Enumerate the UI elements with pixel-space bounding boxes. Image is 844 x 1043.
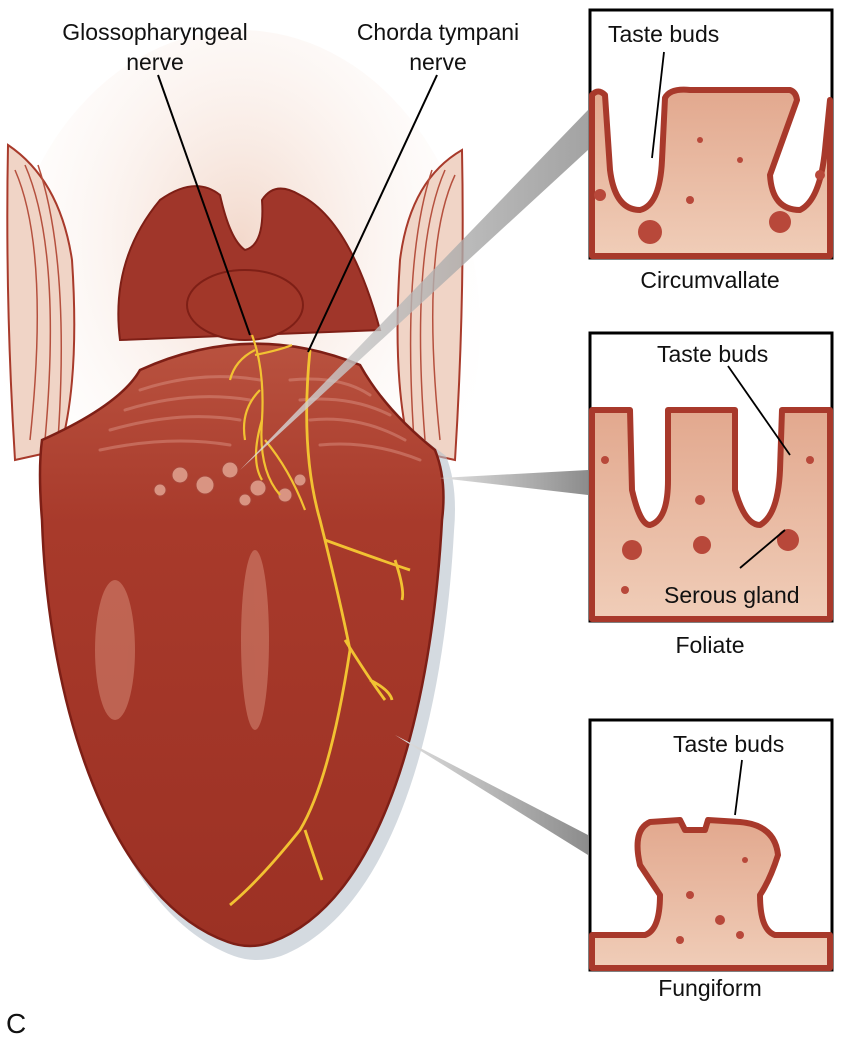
left-palatine-arch	[6, 143, 76, 462]
fungiform-title: Fungiform	[658, 975, 762, 1001]
circumvallate-taste-buds-label: Taste buds	[608, 21, 719, 47]
circumvallate-papillae	[153, 461, 307, 507]
fungiform-inset: Taste buds	[588, 718, 834, 972]
glossopharyngeal-nerve-branches	[228, 334, 307, 511]
right-palatine-arch	[396, 148, 464, 462]
epiglottis	[117, 185, 382, 342]
chorda-tympani-label: Chorda tympani	[357, 19, 519, 45]
circumvallate-title: Circumvallate	[640, 267, 779, 293]
glossopharyngeal-label-line2: nerve	[126, 49, 184, 75]
serous-gland-label: Serous gland	[664, 582, 800, 608]
foliate-inset: Taste buds Serous gland	[588, 331, 834, 623]
tongue-highlights	[95, 550, 269, 730]
figure-panel-letter: C	[6, 1008, 26, 1039]
chorda-tympani-label-line2: nerve	[409, 49, 467, 75]
chorda-tympani-nerve	[229, 349, 411, 907]
fungiform-wedge	[395, 735, 588, 855]
circumvallate-wedge	[240, 110, 588, 470]
foliate-title: Foliate	[675, 632, 744, 658]
foliate-taste-buds-label: Taste buds	[657, 341, 768, 367]
chorda-tympani-leader	[307, 74, 438, 353]
fungiform-taste-buds-label: Taste buds	[673, 731, 784, 757]
glossopharyngeal-leader	[157, 74, 251, 336]
foliate-wedge	[440, 470, 588, 495]
circumvallate-inset: Taste buds	[588, 8, 834, 260]
glottis-mound	[186, 269, 304, 341]
glossopharyngeal-label: Glossopharyngeal	[62, 19, 247, 45]
